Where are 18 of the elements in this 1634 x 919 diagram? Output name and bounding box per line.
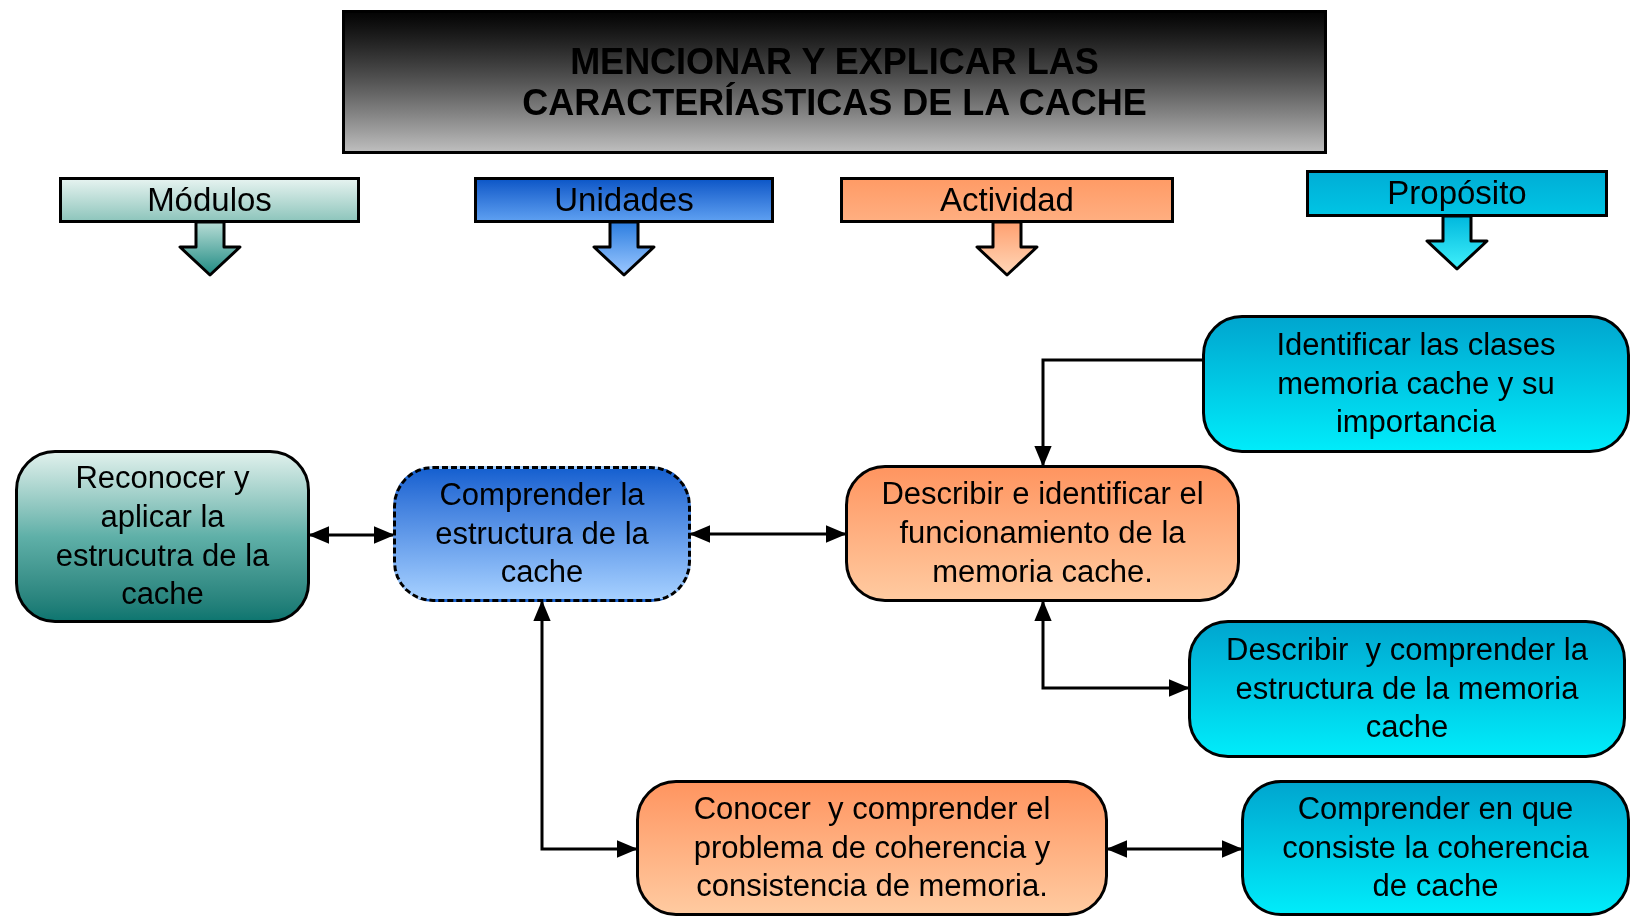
connector-arrow	[1106, 840, 1243, 858]
connector-arrow	[689, 525, 847, 543]
header-label: Propósito	[1306, 170, 1608, 217]
connector-arrow	[1034, 358, 1202, 467]
rounded-box: Describir y comprender la estructura de la memoria cache	[1188, 620, 1626, 758]
connector-arrow	[533, 600, 638, 858]
connector-arrow	[1034, 600, 1190, 697]
header-label: Actividad	[840, 177, 1174, 223]
rounded-box: Identificar las clases memoria cache y su importancia	[1202, 315, 1630, 453]
rounded-box: Conocer y comprender el problema de coherencia y consistencia de memoria.	[636, 780, 1108, 916]
rounded-box: Comprender en que consiste la coherencia de cache	[1241, 780, 1630, 916]
rounded-box: Describir e identificar el funcionamiento de la memoria cache.	[845, 465, 1240, 602]
rounded-box: Comprender la estructura de la cache	[393, 466, 691, 602]
connector-arrow	[308, 526, 395, 544]
rounded-box: Reconocer y aplicar la estrucutra de la cache	[15, 450, 310, 623]
title-banner: MENCIONAR Y EXPLICAR LAS CARACTERÍASTICAS DE LA CACHE	[342, 10, 1327, 154]
header-label: Módulos	[59, 177, 360, 223]
header-label: Unidades	[474, 177, 774, 223]
